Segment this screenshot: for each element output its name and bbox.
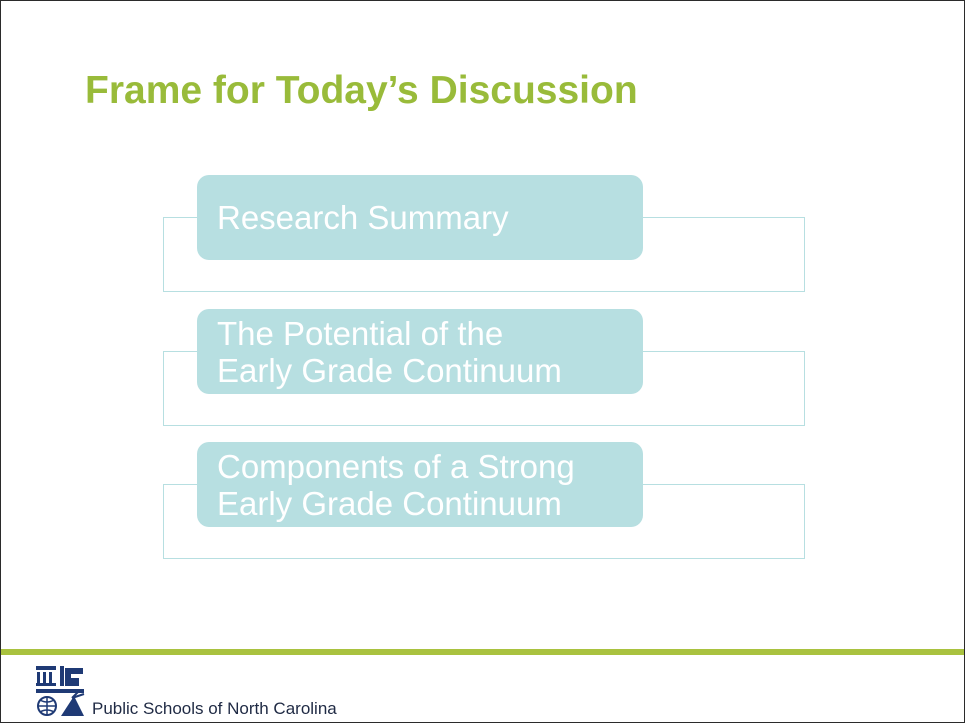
footer-organization: Public Schools of North Carolina xyxy=(92,699,337,718)
item-3-line-2: Early Grade Continuum xyxy=(217,484,562,522)
item-pill-1: Research Summary xyxy=(197,175,643,260)
item-2-line-2: Early Grade Continuum xyxy=(217,351,562,389)
item-1-line-1: Research Summary xyxy=(217,199,509,236)
item-2-line-1: The Potential of the xyxy=(217,314,504,352)
slide-title: Frame for Today’s Discussion xyxy=(85,69,638,112)
item-3-line-1: Components of a Strong xyxy=(217,447,575,485)
ncdpi-logo-icon xyxy=(36,666,85,716)
item-pill-2: The Potential of the Early Grade Continu… xyxy=(197,309,643,394)
footer-rule xyxy=(1,649,964,655)
item-pill-3: Components of a Strong Early Grade Conti… xyxy=(197,442,643,527)
